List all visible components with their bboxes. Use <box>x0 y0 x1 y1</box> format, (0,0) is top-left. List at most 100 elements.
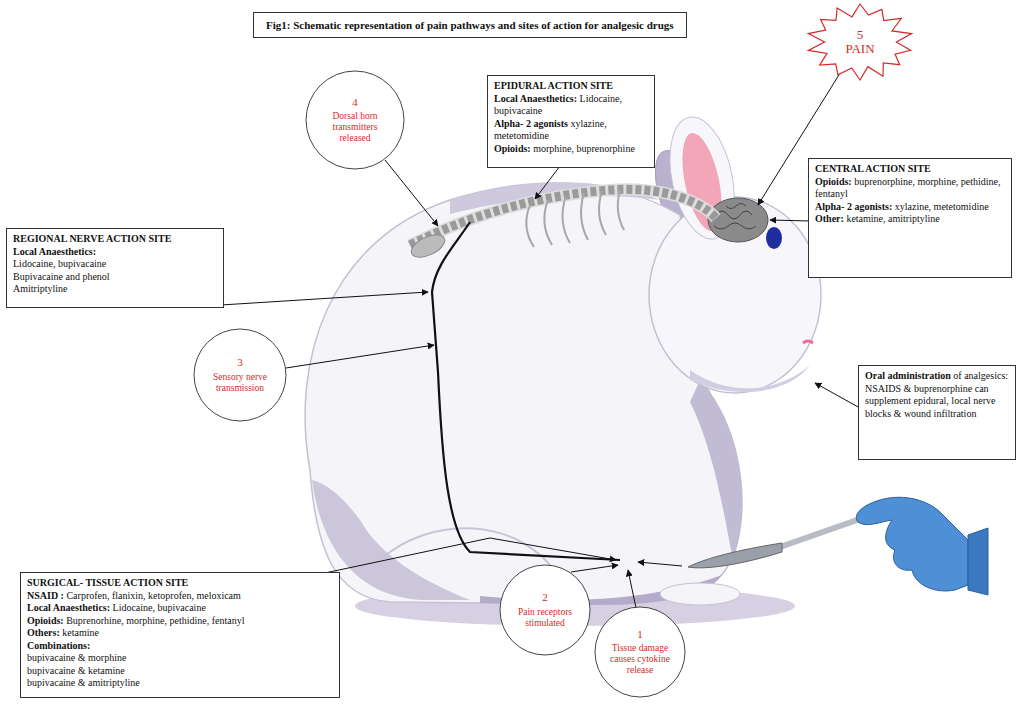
node-text: Bupivacaine and phenol <box>13 271 110 282</box>
leader-arrow <box>320 538 616 574</box>
leader-arrow <box>628 570 636 608</box>
node-text: Others: <box>27 627 60 638</box>
sensory-nerve <box>432 222 620 560</box>
text-line: 5 <box>845 28 874 42</box>
text-line: 4 <box>319 96 391 112</box>
node-text: Dorsal horn transmitters released <box>332 111 377 143</box>
node-text: Pain receptors stimulated <box>518 607 572 628</box>
note-box: Oral administrationof analgesics: NSAIDS… <box>858 365 1016 460</box>
node-content: REGIONAL NERVE ACTION SITE Local Anaesthe… <box>13 233 217 296</box>
callout-number: 3 <box>237 356 243 369</box>
node-text: Combinations: <box>27 640 90 651</box>
callout-circle-outline <box>595 607 685 697</box>
text-line: Pain receptors stimulated <box>512 607 578 629</box>
rabbit-head <box>649 197 821 393</box>
node-text: Lidocaine, bupivacaine <box>13 258 106 269</box>
text-line: EPIDURAL ACTION SITE <box>494 80 648 93</box>
text-line: 3 <box>206 356 274 372</box>
glove-cuff <box>968 528 988 595</box>
callout-circle: 3Sensory nerve transmission <box>193 328 287 422</box>
text-line: 2 <box>512 591 578 607</box>
node-text: REGIONAL NERVE ACTION SITE <box>13 233 171 244</box>
text-line: Others:ketamine <box>27 627 333 640</box>
node-content: 1Tissue damage causes cytokine release <box>607 628 673 676</box>
node-text: bupivacaine & amitriptyline <box>27 677 140 688</box>
node-text: 5 <box>857 27 864 42</box>
drug-site-box: REGIONAL NERVE ACTION SITE Local Anaesthe… <box>6 228 224 308</box>
node-content: 4Dorsal horn transmitters released <box>319 96 391 144</box>
callout-number: 1 <box>637 628 643 641</box>
text-line: PAIN <box>845 42 874 56</box>
callout-circle: 4Dorsal horn transmitters released <box>305 70 405 170</box>
leader-arrow <box>535 166 560 199</box>
node-text: Tissue damage causes cytokine release <box>610 643 670 675</box>
text-line: Combinations: <box>27 640 333 653</box>
text-line: Tissue damage causes cytokine release <box>607 643 673 676</box>
node-text: Buprenorhine, morphine, pethidine, fenta… <box>66 615 244 626</box>
node-text: EPIDURAL ACTION SITE <box>494 80 613 91</box>
callout-circle-outline <box>194 329 286 421</box>
callout-circle-outline <box>500 565 590 655</box>
node-text: Alpha- 2 agonists <box>494 118 568 129</box>
callout-circle: 1Tissue damage causes cytokine release <box>594 606 686 698</box>
callout-number: 2 <box>542 591 548 604</box>
text-line: Alpha- 2 agonists:xylazine, metetomidine <box>815 201 1005 214</box>
node-text: morphine, buprenorphine <box>533 143 635 154</box>
text-line: CENTRAL ACTION SITE <box>815 163 1005 176</box>
node-text: NSAID : <box>27 590 64 601</box>
ribs <box>527 190 624 247</box>
node-text: xylazine, metetomidine <box>895 201 989 212</box>
node-text: Local Anaesthetics: <box>494 93 577 104</box>
node-text: Alpha- 2 agonists: <box>815 201 892 212</box>
node-text: ketamine, amitriptyline <box>846 213 939 224</box>
pelvis <box>408 230 448 262</box>
node-text: Opioids: <box>27 615 64 626</box>
brain-folds <box>714 204 756 230</box>
leader-arrow <box>815 383 860 408</box>
pain-burst: 5PAIN <box>806 3 914 81</box>
text-line: bupivacaine & morphine <box>27 652 333 665</box>
scalpel-blade <box>688 543 782 568</box>
text-line: Opioids:morphine, buprenorphine <box>494 143 648 156</box>
text-line: NSAID :Carprofen, flanixin, ketoprofen, … <box>27 590 333 603</box>
node-text: Opioids: <box>494 143 531 154</box>
text-line: Oral administrationof analgesics: NSAIDS… <box>865 370 1009 420</box>
drug-site-box: EPIDURAL ACTION SITELocal Anaesthetics:L… <box>487 75 655 168</box>
node-text: Other: <box>815 213 844 224</box>
front-paw <box>660 583 740 605</box>
gloved-hand <box>856 497 968 591</box>
text-line: Alpha- 2 agonistsxylazine, metetomidine <box>494 118 648 143</box>
drug-site-box: SURGICAL- TISSUE ACTION SITENSAID :Carpr… <box>20 572 340 698</box>
node-text: bupivacaine & ketamine <box>27 665 125 676</box>
node-text: Lidocaine, bupivacaine <box>113 602 206 613</box>
node-text: CENTRAL ACTION SITE <box>815 163 931 174</box>
node-text: Carprofen, flanixin, ketoprofen, meloxic… <box>66 590 240 601</box>
text-line: Opioids:buprenorphine, morphine, pethidi… <box>815 176 1005 201</box>
leader-arrow <box>286 345 434 368</box>
text-line: Amitriptyline <box>13 283 217 296</box>
node-content: SURGICAL- TISSUE ACTION SITENSAID :Carpr… <box>27 577 333 690</box>
text-line: Lidocaine, bupivacaine <box>13 258 217 271</box>
text-line: SURGICAL- TISSUE ACTION SITE <box>27 577 333 590</box>
node-text: Amitriptyline <box>13 283 67 294</box>
text-line: Local Anaesthetics: <box>13 246 217 259</box>
node-text: Sensory nerve transmission <box>213 372 267 393</box>
text-line: Dorsal horn transmitters released <box>319 111 391 144</box>
text-line: Other:ketamine, amitriptyline <box>815 213 1005 226</box>
text-line: 1 <box>607 628 673 644</box>
text-line: bupivacaine & ketamine <box>27 665 333 678</box>
text-line: REGIONAL NERVE ACTION SITE <box>13 233 217 246</box>
callout-circle-outline <box>306 71 404 169</box>
eye <box>766 227 782 249</box>
text-line: Opioids:Buprenorhine, morphine, pethidin… <box>27 615 333 628</box>
node-content: CENTRAL ACTION SITE Opioids:buprenorphine… <box>815 163 1005 226</box>
node-text: Local Anaesthetics: <box>13 246 96 257</box>
figure-title: Fig1: Schematic representation of pain p… <box>253 12 687 38</box>
leader-arrow <box>571 565 618 572</box>
text-line: Local Anaesthetics:Lidocaine, bupivacain… <box>27 602 333 615</box>
leader-arrow <box>770 220 810 221</box>
leader-arrow <box>385 160 438 226</box>
brain <box>708 198 768 242</box>
